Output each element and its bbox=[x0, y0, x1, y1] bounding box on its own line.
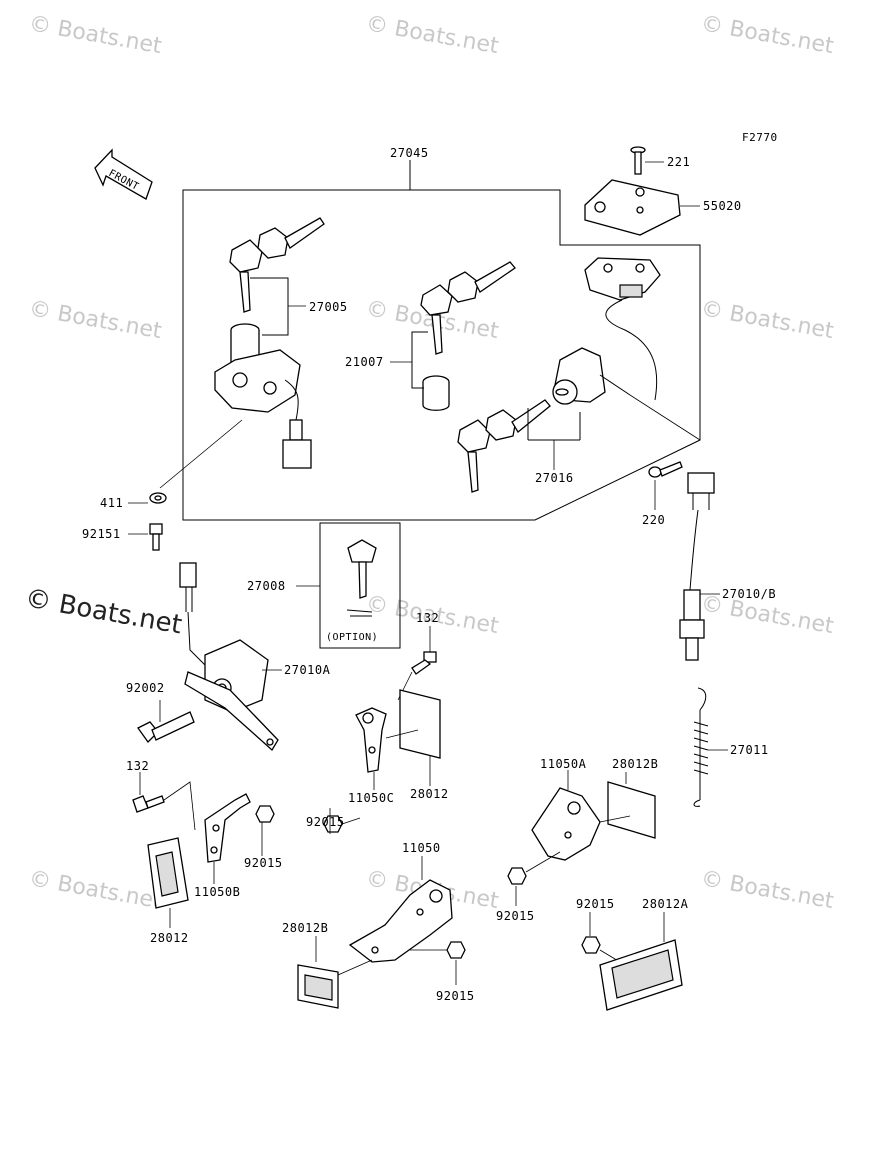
callout-92151: 92151 bbox=[82, 527, 121, 541]
watermark: © Boats.net bbox=[699, 296, 836, 344]
watermark-layer: © Boats.net © Boats.net © Boats.net © Bo… bbox=[23, 11, 836, 914]
watermark-prominent: © Boats.net bbox=[23, 583, 184, 640]
washer-411 bbox=[128, 492, 167, 504]
bolt-92002 bbox=[137, 700, 195, 744]
nut-92015-left bbox=[255, 805, 275, 856]
key-set-21007 bbox=[390, 261, 516, 411]
switch-27010a bbox=[179, 562, 282, 752]
watermark: © Boats.net bbox=[699, 866, 836, 914]
callout-11050b: 11050B bbox=[194, 885, 240, 899]
front-arrow-icon: FRONT bbox=[94, 148, 153, 200]
bolt-132-left bbox=[132, 772, 196, 831]
callout-55020: 55020 bbox=[703, 199, 742, 213]
callout-27008: 27008 bbox=[247, 579, 286, 593]
callout-220: 220 bbox=[642, 513, 665, 527]
option-key-box: (OPTION) bbox=[296, 522, 401, 649]
pad-28012a bbox=[599, 912, 683, 1011]
pad-28012-mid bbox=[385, 689, 441, 786]
callout-27005: 27005 bbox=[309, 300, 348, 314]
callout-28012b-bottom: 28012B bbox=[282, 921, 328, 935]
pad-28012b-right bbox=[599, 772, 656, 839]
callout-28012-left: 28012 bbox=[150, 931, 189, 945]
callout-92015-left: 92015 bbox=[244, 856, 283, 870]
callout-11050: 11050 bbox=[402, 841, 441, 855]
callout-92015-bottom-right: 92015 bbox=[576, 897, 615, 911]
seat-lock-bracket bbox=[584, 257, 661, 401]
callout-28012a: 28012A bbox=[642, 897, 689, 911]
cover-plate-55020 bbox=[584, 179, 700, 236]
switch-27010b bbox=[679, 472, 720, 661]
spring-27011 bbox=[693, 687, 728, 807]
bolt-132-mid bbox=[397, 626, 437, 701]
watermark: © Boats.net bbox=[27, 296, 164, 344]
callout-27010a: 27010A bbox=[284, 663, 331, 677]
screw-221 bbox=[630, 146, 664, 175]
callout-21007: 21007 bbox=[345, 355, 384, 369]
nut-92015-bottom bbox=[410, 941, 466, 985]
callout-92002: 92002 bbox=[126, 681, 165, 695]
callout-11050a: 11050A bbox=[540, 757, 587, 771]
bracket-11050c bbox=[355, 707, 387, 790]
option-label: (OPTION) bbox=[326, 632, 378, 643]
callout-221: 221 bbox=[667, 155, 690, 169]
lock-assembly-27016 bbox=[457, 347, 631, 493]
bracket-11050a bbox=[531, 770, 601, 861]
watermark: © Boats.net bbox=[27, 11, 164, 59]
ignition-kit-outline bbox=[182, 160, 701, 521]
callout-27045: 27045 bbox=[390, 146, 429, 160]
nut-92015-mid bbox=[323, 808, 361, 834]
watermark: © Boats.net bbox=[364, 11, 501, 59]
callout-28012-mid: 28012 bbox=[410, 787, 449, 801]
callout-27011: 27011 bbox=[730, 743, 769, 757]
callout-92015-mid: 92015 bbox=[306, 815, 345, 829]
nut-92015-right bbox=[507, 851, 561, 906]
figure-code: F2770 bbox=[742, 131, 778, 144]
bracket-11050b bbox=[204, 793, 251, 884]
callout-411: 411 bbox=[100, 496, 123, 510]
ignition-switch-27005 bbox=[159, 323, 312, 489]
callout-27016: 27016 bbox=[535, 471, 574, 485]
callout-92015-right: 92015 bbox=[496, 909, 535, 923]
callout-28012b-right: 28012B bbox=[612, 757, 658, 771]
callout-132-left: 132 bbox=[126, 759, 149, 773]
callout-92015-bottom: 92015 bbox=[436, 989, 475, 1003]
watermark: © Boats.net bbox=[27, 866, 164, 914]
bracket-11050 bbox=[348, 856, 453, 963]
ignition-keys-left bbox=[229, 217, 325, 313]
bolt-92151 bbox=[128, 523, 163, 551]
nut-92015-bottom-right bbox=[581, 912, 621, 963]
callout-27010b: 27010/B bbox=[722, 587, 776, 601]
pad-28012-left bbox=[147, 837, 189, 928]
callout-132-mid: 132 bbox=[416, 611, 439, 625]
pad-28012b-bottom bbox=[297, 936, 373, 1009]
watermark: © Boats.net bbox=[699, 11, 836, 59]
screw-220 bbox=[629, 394, 701, 510]
callout-11050c: 11050C bbox=[348, 791, 394, 805]
